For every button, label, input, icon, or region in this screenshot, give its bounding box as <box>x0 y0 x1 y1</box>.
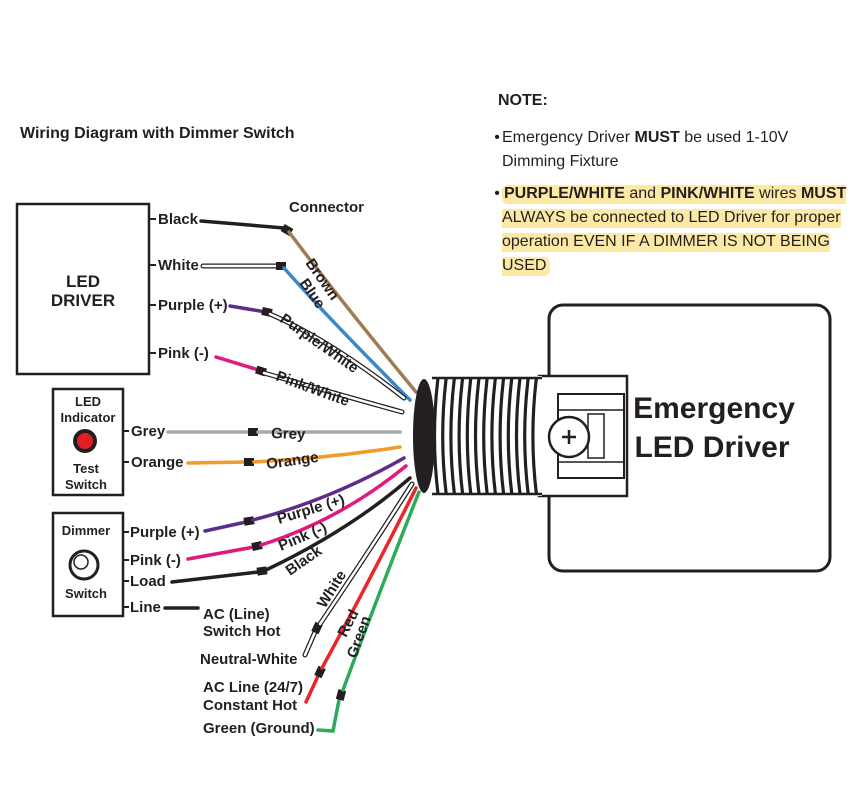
indicator-label-line1: LED <box>75 394 101 409</box>
wire-pink-white <box>262 371 404 414</box>
wire-dimmer-load <box>170 570 260 584</box>
wire-driver-pink <box>214 355 264 373</box>
diagram-title: Wiring Diagram with Dimmer Switch <box>20 125 295 142</box>
wire-purple-white <box>268 312 406 400</box>
wire-black <box>264 476 412 572</box>
conduit-thread <box>457 377 465 495</box>
emergency-driver-title-line1: Emergency <box>633 392 795 425</box>
conduit-thread <box>441 377 448 495</box>
wire-connector-green-icon <box>335 689 347 701</box>
dimmer-terminal-purple: Purple (+) <box>130 524 200 541</box>
led-driver-terminal-purple: Purple (+) <box>158 297 228 314</box>
wire-brown <box>287 230 418 394</box>
wires-group <box>163 219 421 733</box>
conduit-thread <box>465 377 473 495</box>
wire-label-grey: Grey <box>271 425 306 443</box>
wire-connector-load-icon <box>256 566 268 576</box>
wire-white <box>318 482 414 626</box>
emergency-driver-title-line2: LED Driver <box>634 431 789 464</box>
conduit-thread <box>506 377 514 495</box>
indicator-label-line2: Indicator <box>61 410 116 425</box>
dimmer-terminal-load: Load <box>130 573 166 590</box>
wire-connector-pink-dim-icon <box>251 541 263 551</box>
led-driver-label-line1: LED <box>66 272 100 291</box>
indicator-light-icon <box>77 433 93 449</box>
conduit-thread <box>498 377 506 495</box>
supply-label-neutral: Neutral-White <box>200 651 298 668</box>
dimmer-terminal-pink: Pink (-) <box>130 552 181 569</box>
test-switch-label-line1: Test <box>73 461 99 476</box>
note-heading: NOTE: <box>498 92 548 109</box>
led-driver-terminal-pink: Pink (-) <box>158 345 209 362</box>
wire-orange <box>252 445 402 464</box>
wire-connector-orange-icon <box>244 458 254 466</box>
wire-label-purple: Purple (+) <box>275 491 347 528</box>
wire-red-lead <box>304 674 320 704</box>
led-driver-box: LED DRIVER Black White Purple (+) Pink (… <box>15 202 228 376</box>
conduit-thread <box>473 377 481 495</box>
wire-dimmer-purple <box>203 520 248 533</box>
wire-connector-white-icon <box>276 262 286 270</box>
note-item-text: Emergency Driver MUST be used 1-10V Dimm… <box>502 129 789 170</box>
wire-label-orange: Orange <box>265 449 319 473</box>
bullet-icon: • <box>494 129 500 146</box>
dimmer-label-bottom: Switch <box>65 586 107 601</box>
wire-connector-purple-dim-icon <box>243 516 255 526</box>
wire-neutral-lead <box>303 630 317 657</box>
note-panel: NOTE: •Emergency Driver MUST be used 1-1… <box>492 92 852 286</box>
note-item-text: PURPLE/WHITE and PINK/WHITE wires MUST A… <box>502 185 847 276</box>
conduit-thread <box>482 377 489 495</box>
note-items: •Emergency Driver MUST be used 1-10V Dim… <box>492 126 852 278</box>
connector-label: Connector <box>289 199 364 216</box>
wire-driver-black <box>199 219 286 230</box>
indicator-terminal-grey: Grey <box>131 423 166 440</box>
supply-label-ac-constant-2: Constant Hot <box>203 697 297 714</box>
supply-label-ac-line-1: AC (Line) <box>203 606 270 623</box>
dimmer-terminal-line: Line <box>130 599 161 616</box>
wire-label-purple-white: Purple/White <box>277 310 362 377</box>
wire-connector-grey-icon <box>248 428 258 436</box>
led-driver-label-line2: DRIVER <box>51 291 115 310</box>
conduit-thread <box>523 377 530 495</box>
conduit-opening <box>413 379 435 493</box>
supply-label-ground: Green (Ground) <box>203 720 315 737</box>
conduit-nipple <box>413 376 542 496</box>
wire-indicator-orange <box>186 460 249 465</box>
wire-blue <box>282 266 412 402</box>
wire-green-lead <box>316 698 341 733</box>
wire-driver-purple <box>228 304 268 314</box>
wire-pink <box>259 464 408 547</box>
bullet-icon: • <box>494 185 500 202</box>
note-item: •Emergency Driver MUST be used 1-10V Dim… <box>492 126 852 174</box>
indicator-terminal-orange: Orange <box>131 454 184 471</box>
wire-label-pink-white: Pink/White <box>274 368 352 410</box>
conduit-thread <box>449 377 456 495</box>
wire-red <box>320 486 418 670</box>
led-driver-terminal-white: White <box>158 257 199 274</box>
supply-label-ac-constant-1: AC Line (24/7) <box>203 679 303 696</box>
wire-purple <box>251 456 406 522</box>
conduit-thread <box>514 377 522 495</box>
dimmer-switch-box: Dimmer Switch Purple (+) Pink (-) Load L… <box>51 511 200 618</box>
test-switch-label-line2: Switch <box>65 477 107 492</box>
conduit-thread <box>531 377 538 495</box>
wire-dimmer-pink <box>186 545 256 561</box>
led-indicator-box: LED Indicator Test Switch Grey Orange <box>51 387 184 497</box>
dimmer-label-top: Dimmer <box>62 523 110 538</box>
conduit-thread <box>490 377 497 495</box>
emergency-driver-housing: Emergency LED Driver <box>537 303 832 573</box>
supply-label-ac-line-2: Switch Hot <box>203 623 281 640</box>
note-item: •PURPLE/WHITE and PINK/WHITE wires MUST … <box>492 182 852 278</box>
wire-green <box>341 490 421 692</box>
led-driver-terminal-black: Black <box>158 211 199 228</box>
